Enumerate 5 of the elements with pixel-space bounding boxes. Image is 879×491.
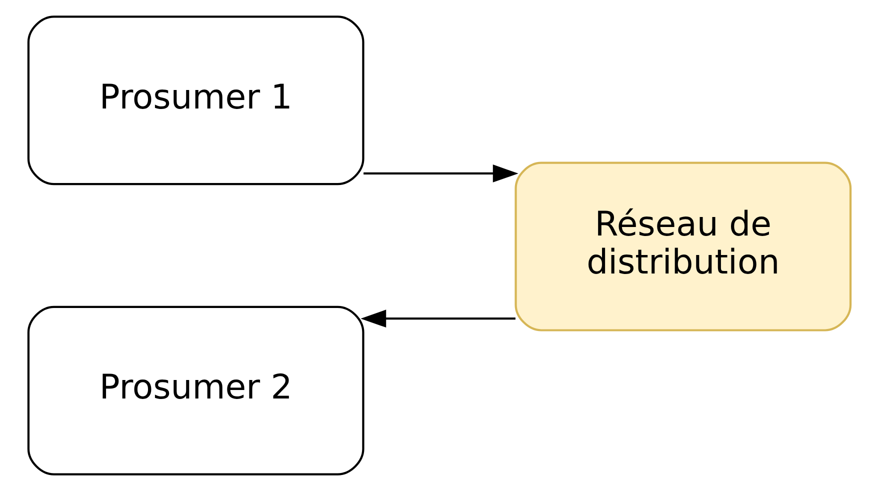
arrow bbox=[360, 310, 516, 328]
node-box: Réseau de distribution bbox=[514, 162, 852, 332]
arrow bbox=[364, 164, 518, 182]
node-box: Prosumer 1 bbox=[27, 16, 364, 186]
node-box: Prosumer 2 bbox=[27, 306, 364, 476]
